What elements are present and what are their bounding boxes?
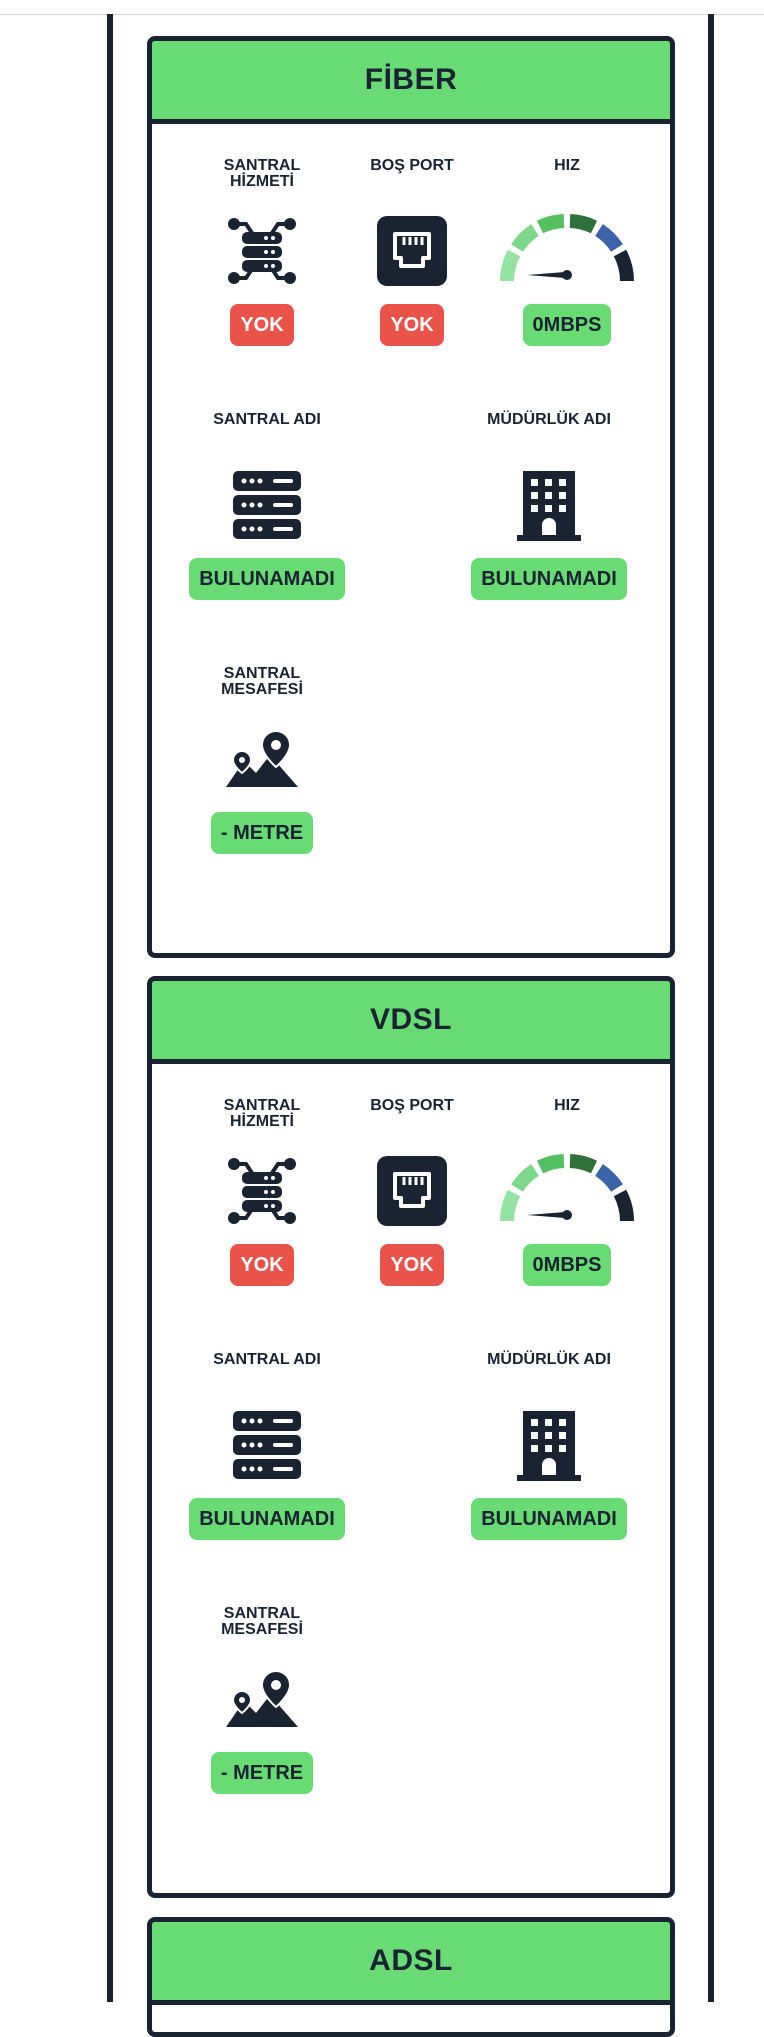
mudurluk-adi-label: MÜDÜRLÜK ADI [487, 411, 611, 428]
mudurluk-adi-badge: BULUNAMADI [471, 558, 627, 600]
hiz-label: HIZ [554, 1097, 580, 1114]
ethernet-port-icon [377, 200, 447, 302]
santral-hizmeti-cell: SANTRAL HİZMETİ YOK [212, 158, 312, 346]
card-title: FİBER [364, 63, 458, 96]
santral-adi-badge: BULUNAMADI [189, 558, 345, 600]
santral-mesafesi-badge: - METRE [210, 812, 314, 854]
santral-hizmeti-label: SANTRAL HİZMETİ [223, 1097, 301, 1130]
bos-port-cell: BOŞ PORT YOK [362, 158, 462, 346]
card-header: ADSL [152, 1922, 670, 2005]
circuit-icon [226, 200, 298, 302]
ethernet-port-icon [377, 1140, 447, 1242]
card-header: VDSL [152, 981, 670, 1064]
santral-hizmeti-label: SANTRAL HİZMETİ [223, 157, 301, 190]
map-location-icon [226, 708, 298, 810]
speed-gauge-icon [497, 200, 637, 302]
card-title: VDSL [369, 1003, 452, 1036]
bos-port-label: BOŞ PORT [370, 157, 454, 174]
bos-port-badge: YOK [380, 304, 444, 346]
hiz-badge: 0MBPS [522, 304, 612, 346]
card-header: FİBER [152, 41, 670, 124]
top-divider [0, 0, 764, 15]
santral-adi-badge: BULUNAMADI [189, 1498, 345, 1540]
server-icon [231, 454, 303, 556]
hiz-badge: 0MBPS [522, 1244, 612, 1286]
mudurluk-adi-badge: BULUNAMADI [471, 1498, 627, 1540]
card-title: ADSL [369, 1944, 453, 1977]
building-icon [517, 454, 581, 556]
hiz-cell: HIZ 0MBPS [492, 158, 642, 346]
santral-hizmeti-badge: YOK [230, 1244, 294, 1286]
adsl-card: ADSL [147, 1917, 675, 2037]
content-frame [107, 14, 714, 2002]
speed-gauge-icon [497, 1140, 637, 1242]
santral-adi-cell: SANTRAL ADI BULUNAMADI [182, 412, 352, 600]
circuit-icon [226, 1140, 298, 1242]
santral-mesafesi-cell: SANTRAL MESAFESİ - METRE [192, 1606, 332, 1794]
mudurluk-adi-label: MÜDÜRLÜK ADI [487, 1351, 611, 1368]
hiz-cell: HIZ 0MBPS [492, 1098, 642, 1286]
santral-adi-label: SANTRAL ADI [213, 411, 321, 428]
building-icon [517, 1394, 581, 1496]
bos-port-cell: BOŞ PORT YOK [362, 1098, 462, 1286]
bos-port-badge: YOK [380, 1244, 444, 1286]
mudurluk-adi-cell: MÜDÜRLÜK ADI BULUNAMADI [464, 1352, 634, 1540]
santral-hizmeti-cell: SANTRAL HİZMETİ YOK [212, 1098, 312, 1286]
santral-mesafesi-label: SANTRAL MESAFESİ [221, 665, 303, 698]
hiz-label: HIZ [554, 157, 580, 174]
santral-adi-label: SANTRAL ADI [213, 1351, 321, 1368]
santral-hizmeti-badge: YOK [230, 304, 294, 346]
bos-port-label: BOŞ PORT [370, 1097, 454, 1114]
vdsl-card: VDSL SANTRAL HİZMETİ YOK BOŞ PORT [147, 976, 675, 1898]
santral-mesafesi-cell: SANTRAL MESAFESİ - METRE [192, 666, 332, 854]
santral-mesafesi-badge: - METRE [210, 1752, 314, 1794]
mudurluk-adi-cell: MÜDÜRLÜK ADI BULUNAMADI [464, 412, 634, 600]
fiber-card: FİBER SANTRAL HİZMETİ YOK BOŞ PORT [147, 36, 675, 958]
map-location-icon [226, 1648, 298, 1750]
santral-mesafesi-label: SANTRAL MESAFESİ [221, 1605, 303, 1638]
santral-adi-cell: SANTRAL ADI BULUNAMADI [182, 1352, 352, 1540]
server-icon [231, 1394, 303, 1496]
